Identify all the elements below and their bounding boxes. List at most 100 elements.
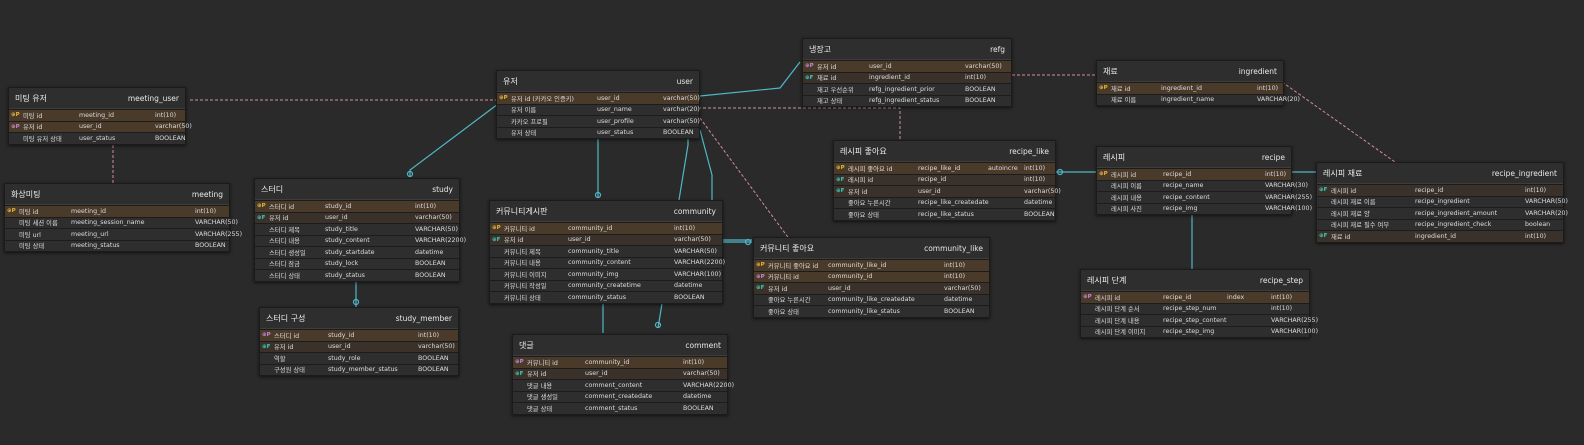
rel-ingredient-recipe-ingredient (1281, 81, 1396, 163)
column-datatype: int(10) (1525, 232, 1547, 240)
column-physical-name: recipe_like_createdate (918, 199, 989, 207)
table-logical-name: 레시피 (1103, 152, 1126, 162)
table-physical-name: recipe_like (1009, 146, 1049, 156)
column-physical-name: meeting_session_name (71, 219, 145, 227)
column-physical-name: recipe_id (1163, 293, 1192, 301)
column-datatype: BOOLEAN (965, 85, 996, 93)
column-physical-name: recipe_content (1163, 193, 1210, 201)
